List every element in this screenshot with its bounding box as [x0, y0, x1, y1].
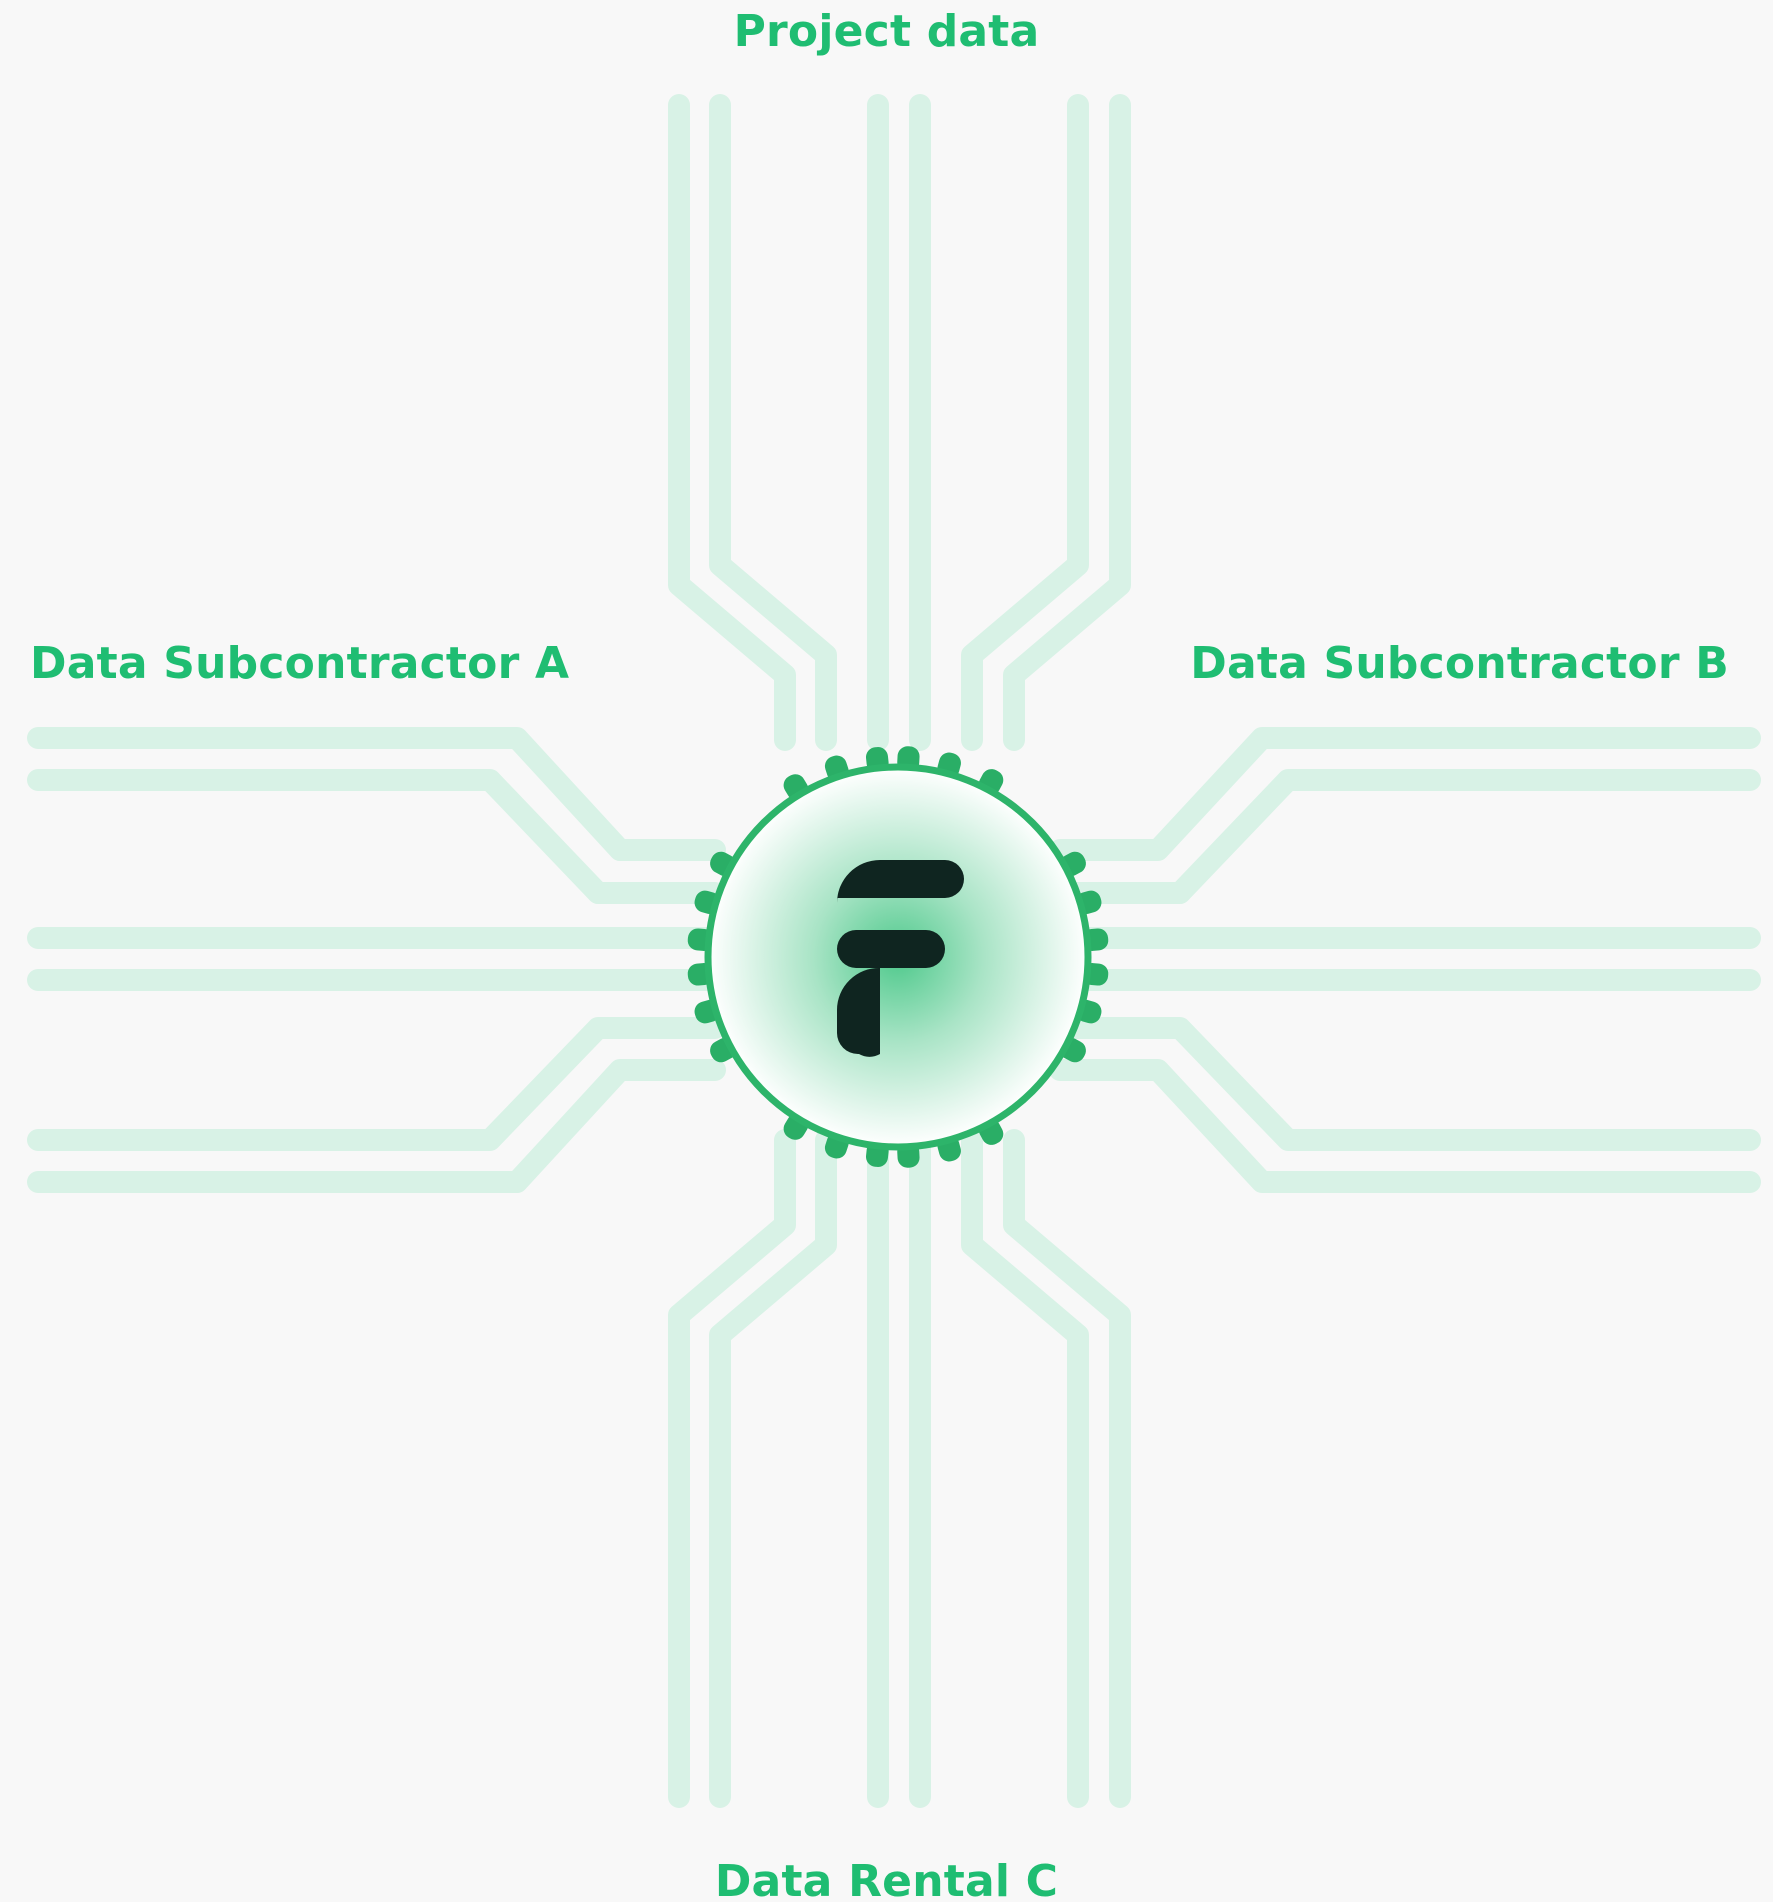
trace-top-2	[709, 94, 837, 751]
f-logo-icon	[837, 860, 964, 1057]
trace-right-6	[1049, 1059, 1761, 1193]
circuit-traces	[27, 94, 1761, 1808]
trace-right-2	[1049, 769, 1761, 904]
trace-right-1	[1049, 727, 1761, 861]
trace-top-5	[961, 94, 1089, 751]
label-data-subcontractor-a: Data Subcontractor A	[30, 638, 570, 689]
trace-left-2	[27, 769, 726, 904]
label-data-rental-c: Data Rental C	[714, 1856, 1059, 1902]
trace-top-1	[668, 94, 796, 751]
trace-bottom-1	[668, 1129, 796, 1808]
trace-right-5	[1049, 1017, 1761, 1151]
trace-left-5	[27, 1017, 726, 1151]
label-project-data: Project data	[733, 6, 1040, 57]
trace-left-6	[27, 1059, 726, 1193]
trace-top-6	[1003, 94, 1131, 751]
trace-bottom-2	[709, 1129, 837, 1808]
trace-bottom-6	[1003, 1129, 1131, 1808]
label-data-subcontractor-b: Data Subcontractor B	[1190, 638, 1729, 689]
trace-bottom-5	[961, 1129, 1089, 1808]
trace-left-1	[27, 727, 726, 861]
